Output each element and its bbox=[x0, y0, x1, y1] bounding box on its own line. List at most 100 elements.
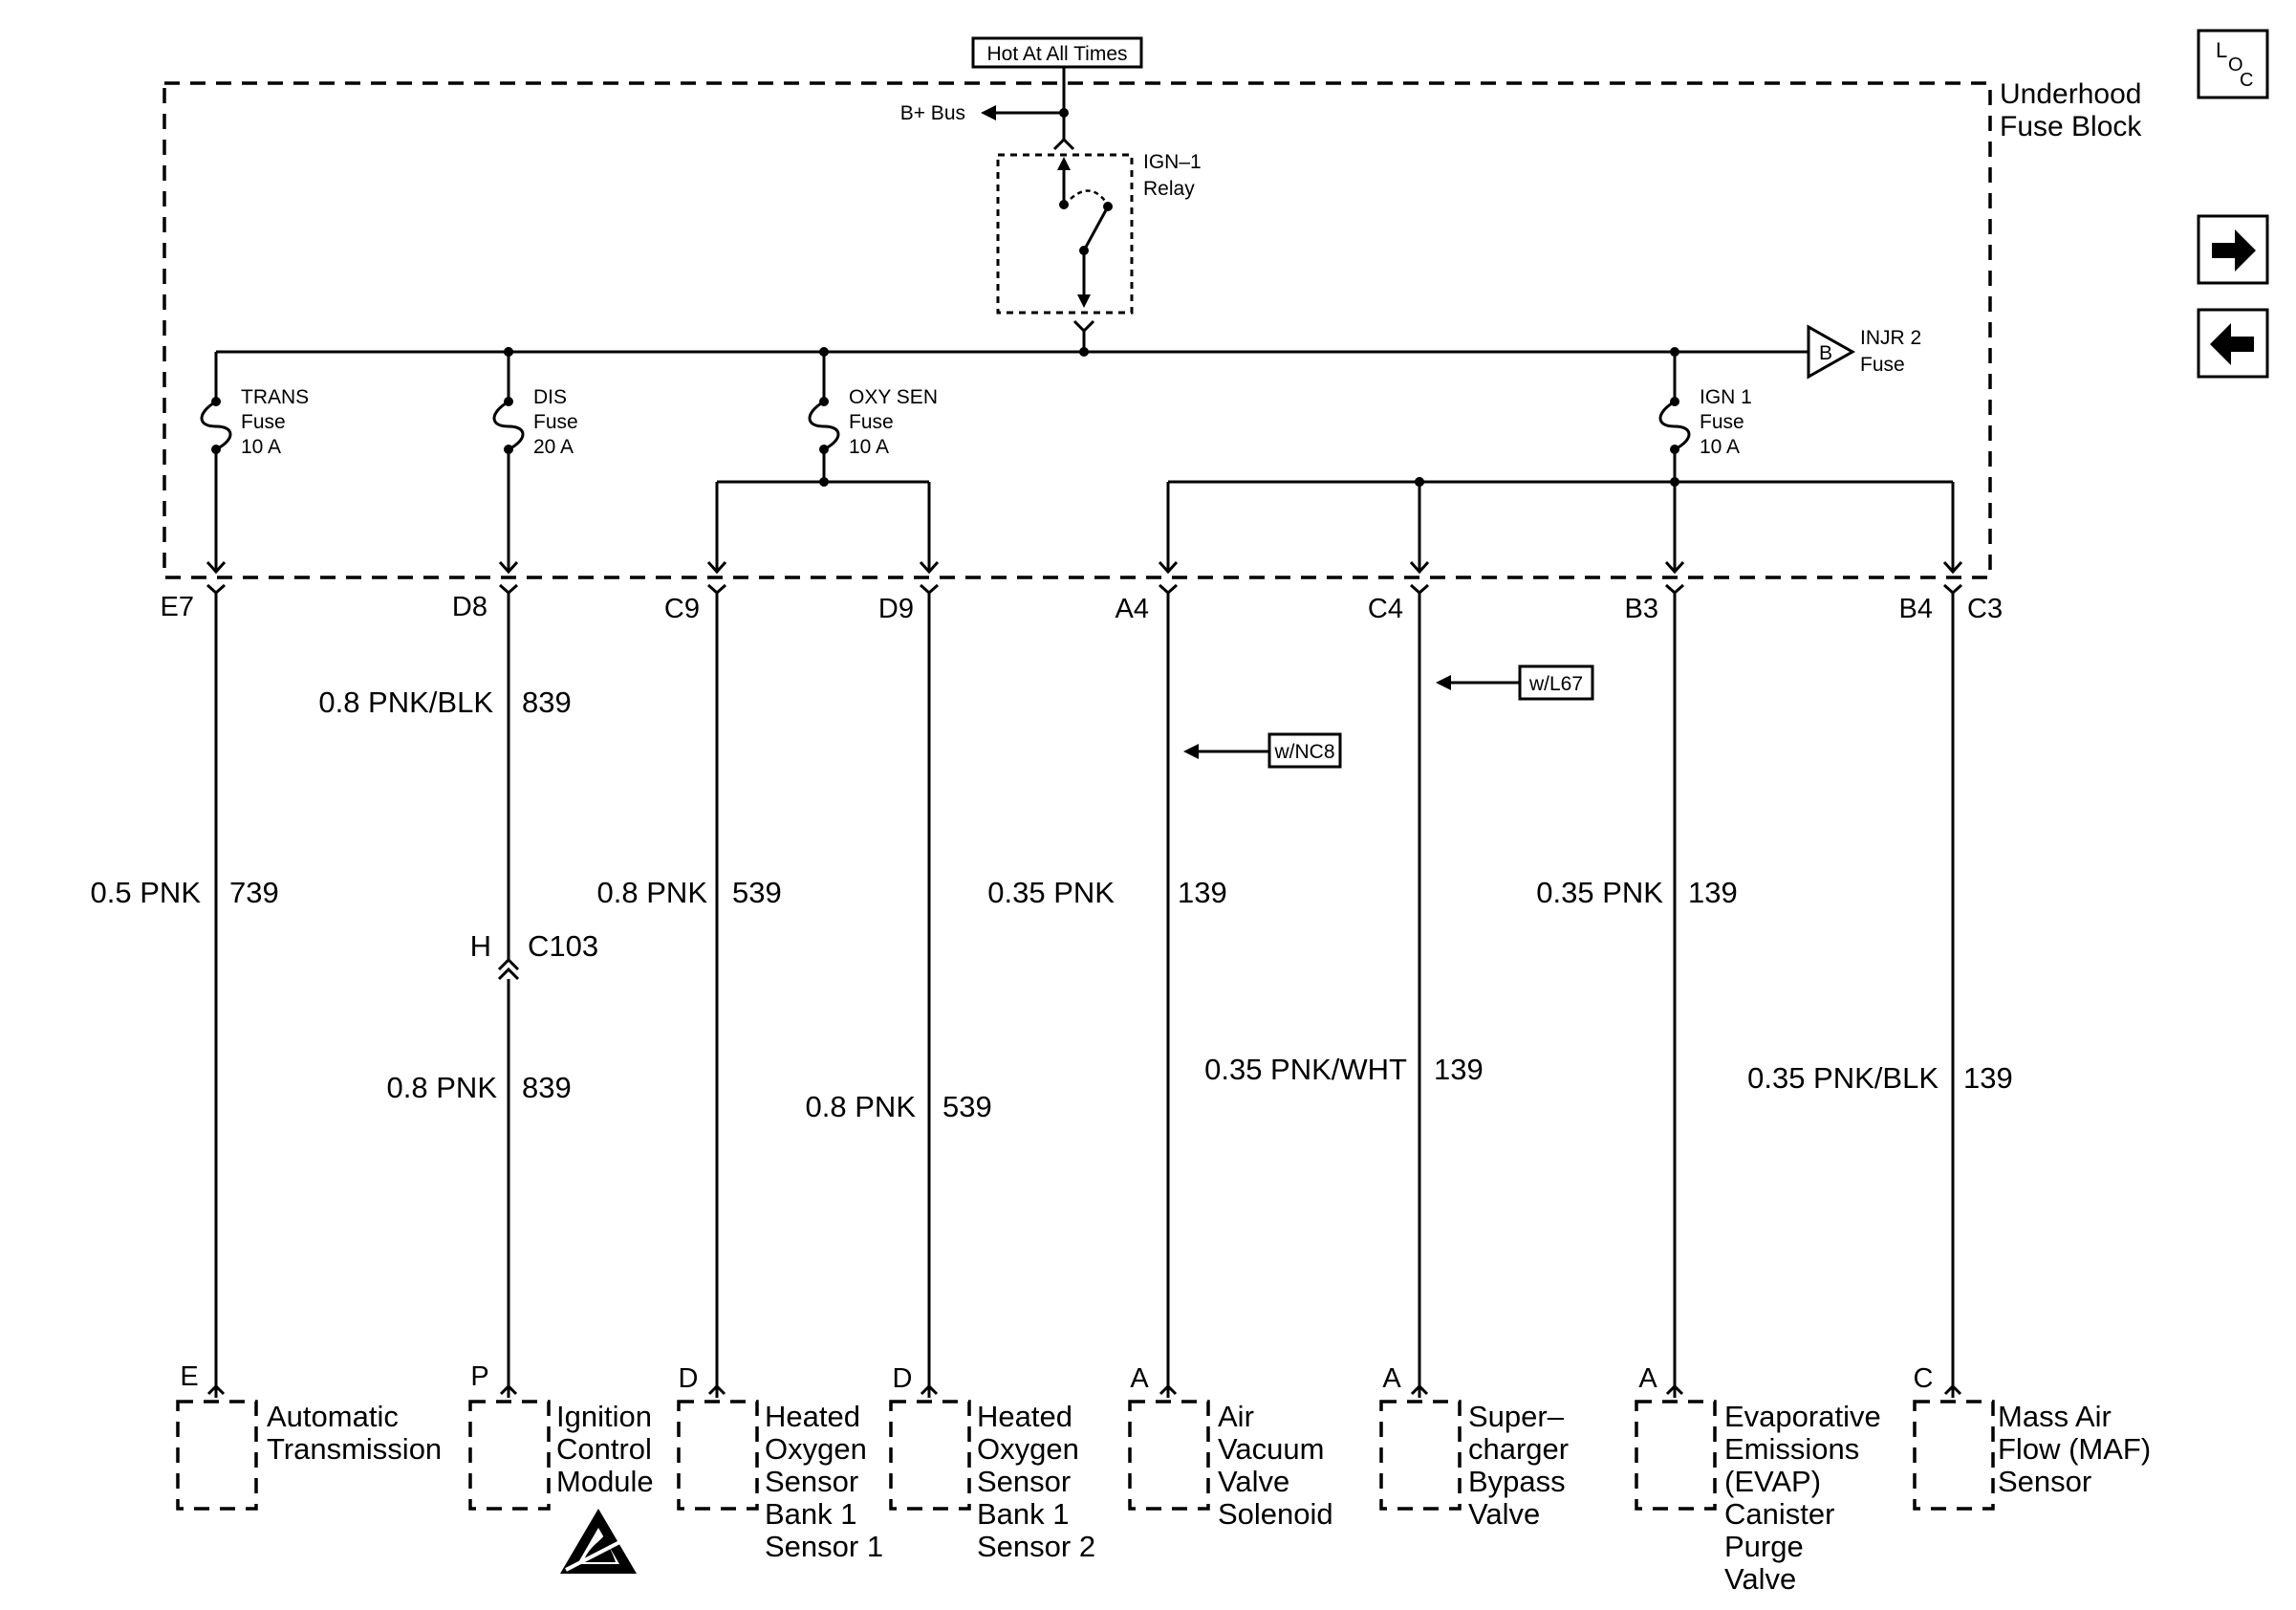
svg-text:Purge: Purge bbox=[1724, 1530, 1804, 1563]
svg-text:Ignition: Ignition bbox=[556, 1400, 652, 1433]
ho2s-bank1-sensor1-box bbox=[677, 1400, 759, 1511]
svg-text:Module: Module bbox=[556, 1465, 654, 1498]
terminal-c3: C3 bbox=[1967, 594, 2003, 624]
l67-option-box bbox=[1518, 664, 1594, 701]
bplus-bus-label: B+ Bus bbox=[900, 102, 965, 124]
wire-139-a4-circuit: 139 bbox=[1178, 876, 1227, 909]
automatic-transmission-box bbox=[176, 1400, 258, 1511]
l67-arrow-icon bbox=[1436, 675, 1451, 690]
ignition-control-module-box bbox=[468, 1400, 551, 1511]
ho2s-bank1-sensor2-box bbox=[889, 1400, 971, 1511]
svg-text:Valve: Valve bbox=[1724, 1562, 1796, 1596]
oxy-sen-fuse-type: Fuse bbox=[849, 411, 894, 433]
svg-text:Valve: Valve bbox=[1218, 1465, 1289, 1498]
svg-text:Vacuum: Vacuum bbox=[1218, 1432, 1324, 1466]
circuit-139-c3 bbox=[1942, 482, 1963, 1398]
components bbox=[176, 1400, 1995, 1511]
wire-539-d9-circuit: 539 bbox=[942, 1090, 992, 1123]
ignition-control-module-pin: P bbox=[470, 1361, 488, 1392]
automatic-transmission-label: Automatic Transmission bbox=[267, 1400, 442, 1466]
wire-739-circuit: 739 bbox=[229, 876, 279, 909]
svg-text:Sensor: Sensor bbox=[765, 1465, 858, 1498]
c103-connector-icon bbox=[497, 957, 520, 971]
power-source-label: Hot At All Times bbox=[986, 43, 1127, 65]
svg-text:Flow (MAF): Flow (MAF) bbox=[1998, 1432, 2151, 1466]
ho2s-bank1-sensor1-pin: D bbox=[679, 1363, 699, 1394]
terminal-d8: D8 bbox=[452, 592, 487, 622]
svg-text:Sensor 2: Sensor 2 bbox=[977, 1530, 1095, 1563]
bplus-arrow-icon bbox=[981, 105, 996, 120]
wire-539-c9-circuit: 539 bbox=[732, 876, 782, 909]
wire-839-upper-color: 0.8 PNK/BLK bbox=[318, 685, 493, 719]
wire-139-c4-color: 0.35 PNK/WHT bbox=[1204, 1053, 1407, 1086]
oxy-sen-fuse-icon bbox=[808, 400, 840, 451]
circuit-139-a4 bbox=[1158, 482, 1179, 1398]
injr2-label-2: Fuse bbox=[1860, 354, 1905, 376]
svg-text:Transmission: Transmission bbox=[267, 1432, 442, 1466]
svg-text:Evaporative: Evaporative bbox=[1724, 1400, 1881, 1433]
svg-text:Oxygen: Oxygen bbox=[765, 1432, 867, 1466]
c103-connector-label: C103 bbox=[528, 929, 598, 963]
trans-fuse-icon bbox=[200, 400, 232, 451]
terminal-d9: D9 bbox=[878, 594, 914, 624]
wire-839-lower-circuit: 839 bbox=[522, 1071, 572, 1104]
nc8-arrow-icon bbox=[1183, 744, 1199, 759]
forward-arrow-icon bbox=[2212, 229, 2256, 272]
injr2-letter: B bbox=[1819, 342, 1832, 364]
wire-539-c9-color: 0.8 PNK bbox=[597, 876, 708, 909]
next-page-button[interactable] bbox=[2197, 214, 2269, 285]
fuse-block-label-1: Underhood bbox=[2000, 78, 2141, 110]
circuit-839 bbox=[498, 449, 519, 1398]
svg-text:Automatic: Automatic bbox=[267, 1400, 399, 1433]
ho2s-bank1-sensor2-label: Heated Oxygen Sensor Bank 1 Sensor 2 bbox=[977, 1400, 1095, 1563]
dis-fuse-type: Fuse bbox=[533, 411, 578, 433]
svg-text:Sensor: Sensor bbox=[977, 1465, 1071, 1498]
svg-text:Sensor 1: Sensor 1 bbox=[765, 1530, 883, 1563]
ho2s-bank1-sensor1-label: Heated Oxygen Sensor Bank 1 Sensor 1 bbox=[765, 1400, 883, 1563]
wire-139-b3-color: 0.35 PNK bbox=[1536, 876, 1663, 909]
nc8-option-label: w/NC8 bbox=[1273, 741, 1334, 763]
power-source-box bbox=[971, 36, 1143, 69]
svg-text:Bank 1: Bank 1 bbox=[977, 1497, 1070, 1531]
location-view-button[interactable]: L O C bbox=[2197, 29, 2269, 99]
trans-fuse-rating: 10 A bbox=[241, 436, 281, 458]
svg-text:Bank 1: Bank 1 bbox=[765, 1497, 857, 1531]
circuit-739 bbox=[206, 449, 227, 1398]
ignition-control-module-label: Ignition Control Module bbox=[556, 1400, 654, 1498]
ign1-fuse-rating: 10 A bbox=[1700, 436, 1740, 458]
terminal-b4: B4 bbox=[1899, 594, 1933, 624]
svg-text:Bypass: Bypass bbox=[1468, 1465, 1566, 1498]
wire-139-c3-circuit: 139 bbox=[1963, 1061, 2013, 1095]
ho2s-bank1-sensor2-pin: D bbox=[893, 1363, 913, 1394]
oxy-sen-fuse-name: OXY SEN bbox=[849, 386, 938, 408]
fuse-block-boundary bbox=[162, 81, 1992, 579]
loc-letter-o: O bbox=[2228, 54, 2243, 76]
circuit-539-d9 bbox=[919, 482, 940, 1398]
ign1-relay-box bbox=[996, 153, 1134, 315]
circuit-139-b3 bbox=[1664, 449, 1685, 1398]
automatic-transmission-pin: E bbox=[180, 1361, 198, 1392]
svg-text:Canister: Canister bbox=[1724, 1497, 1834, 1531]
svg-text:Mass Air: Mass Air bbox=[1998, 1400, 2112, 1433]
ign1-fuse-type: Fuse bbox=[1700, 411, 1744, 433]
svg-text:Emissions: Emissions bbox=[1724, 1432, 1859, 1466]
maf-sensor-label: Mass Air Flow (MAF) Sensor bbox=[1998, 1400, 2151, 1498]
svg-text:Control: Control bbox=[556, 1432, 652, 1466]
circuit-139-c4 bbox=[1409, 482, 1430, 1398]
back-arrow-icon bbox=[2210, 323, 2254, 365]
svg-text:Air: Air bbox=[1218, 1400, 1254, 1433]
dis-fuse-icon bbox=[492, 400, 525, 451]
ign1-fuse-name: IGN 1 bbox=[1700, 386, 1752, 408]
relay-switch-blade bbox=[1082, 207, 1109, 251]
terminal-a4: A4 bbox=[1116, 594, 1149, 624]
svg-text:Sensor: Sensor bbox=[1998, 1465, 2091, 1498]
wire-739-color: 0.5 PNK bbox=[91, 876, 202, 909]
trans-fuse-name: TRANS bbox=[241, 386, 309, 408]
svg-text:charger: charger bbox=[1468, 1432, 1569, 1466]
svg-text:Heated: Heated bbox=[765, 1400, 860, 1433]
relay-input-terminal-icon bbox=[1052, 137, 1075, 151]
relay-contact-fixed bbox=[1059, 200, 1069, 209]
evap-canister-purge-valve-box bbox=[1635, 1400, 1717, 1511]
previous-page-button[interactable] bbox=[2197, 308, 2269, 379]
relay-label-2: Relay bbox=[1143, 178, 1195, 200]
